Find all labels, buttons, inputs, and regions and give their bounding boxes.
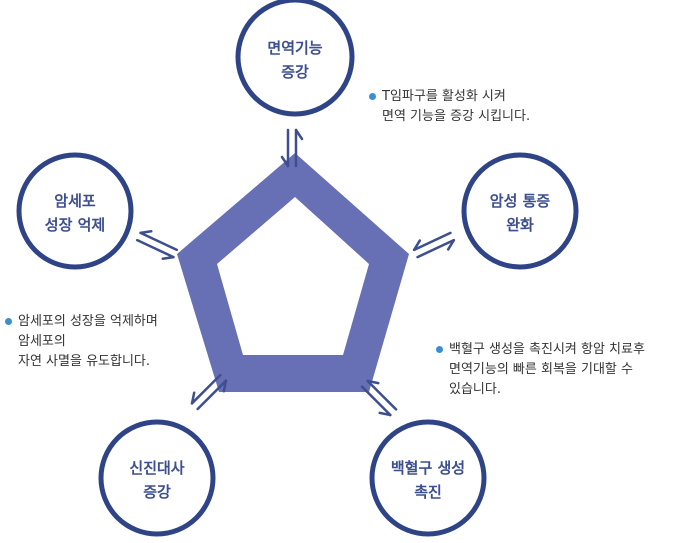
arrow-bottom-right-in [366,379,398,411]
arrow-top-in [280,128,290,168]
arrow-bottom-left-out [190,373,222,405]
note-right: 백혈구 생성을 촉진시켜 항암 치료후 면역기능의 빠른 회복을 기대할 수 있… [436,340,645,400]
bullet-icon [369,93,376,100]
node-left: 암세포 성장 억제 [16,152,134,270]
node-right: 암성 통증 완화 [461,152,579,270]
arrows [135,128,456,417]
node-bottom-right-line1: 백혈구 생성 [391,459,465,477]
node-bottom-right: 백혈구 생성 촉진 [369,419,487,537]
node-bottom-left-line1: 신진대사 [129,459,184,477]
arrow-top-out [294,128,304,168]
note-top-line: 면역 기능을 증강 시킵니다. [382,109,531,124]
arrow-right-out [416,238,456,259]
node-right-line2: 완화 [506,216,534,234]
bullet-icon [436,346,443,353]
arrow-left-in [135,238,175,260]
arrow-left-out [139,230,179,252]
node-top-line1: 면역기능 [267,39,322,57]
note-top: T임파구를 활성화 시켜 면역 기능을 증강 시킵니다. [369,87,531,127]
note-right-line: 면역기능의 빠른 회복을 기대할 수 [449,362,633,377]
node-bottom-right-line2: 촉진 [414,483,442,501]
arrow-right-in [412,231,452,252]
node-top: 면역기능 증강 [235,0,355,117]
node-top-line2: 증강 [281,63,309,81]
note-left: 암세포의 성장을 억제하며 암세포의 자연 사멸을 유도합니다. [5,312,158,372]
center-label-line2: 요법 [277,290,314,314]
note-left-line: 암세포의 성장을 억제하며 [18,314,158,329]
bullet-icon [5,318,12,325]
note-left-line: 암세포의 [18,334,66,349]
node-right-line1: 암성 통증 [490,192,551,210]
node-bottom-left: 신진대사 증강 [98,419,216,537]
center-pentagon [177,153,409,392]
node-left-line1: 암세포 [54,192,96,210]
arrow-bottom-left-in [196,379,228,411]
node-bottom-left-line2: 증강 [143,483,171,501]
node-left-line2: 성장 억제 [45,216,105,234]
note-right-line: 백혈구 생성을 촉진시켜 항암 치료후 [449,342,645,357]
note-top-line: T임파구를 활성화 시켜 [382,89,506,104]
note-right-line: 있습니다. [449,382,501,397]
note-left-line: 자연 사멸을 유도합니다. [18,354,150,369]
arrow-bottom-right-out [360,385,392,417]
center-label-line1: 미슬토 [267,264,322,288]
